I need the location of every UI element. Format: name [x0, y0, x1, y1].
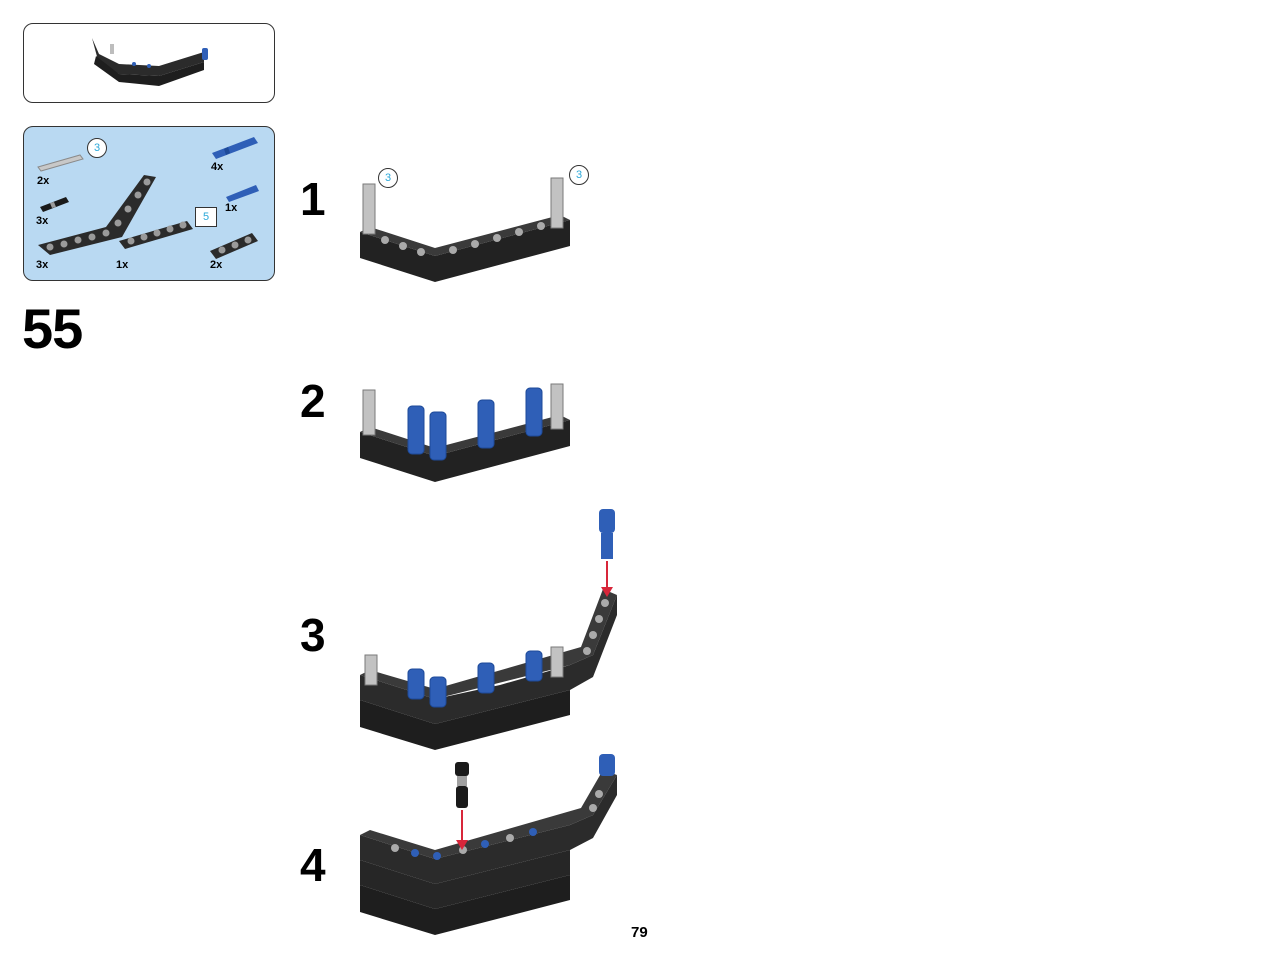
sub-step-2-number: 2 — [300, 375, 326, 427]
sub-step-4-number: 4 — [300, 839, 326, 891]
blue-axle-pin-icon — [226, 185, 259, 202]
bent-liftarm-qty: 3x — [36, 259, 49, 271]
straight-liftarm-icon — [119, 221, 193, 249]
step-number: 55 — [22, 297, 83, 360]
grey-axle-qty: 2x — [37, 175, 50, 187]
straight-liftarm-qty: 1x — [116, 259, 129, 271]
parts-list-panel: 3 2x 3x 3x 5 1x 4x 1x — [23, 126, 275, 281]
assembly-preview-panel — [23, 23, 275, 103]
sub-step-2-illustration — [360, 383, 570, 482]
sub-step-1-number: 1 — [300, 173, 326, 225]
page-number: 79 — [631, 924, 648, 941]
blue-long-pin-icon — [212, 137, 258, 159]
blue-long-pin-qty: 4x — [211, 161, 224, 173]
sub-step-1-callout-right: 3 — [569, 165, 589, 185]
bent-liftarm-icon — [38, 175, 156, 255]
sub-step-1-illustration — [360, 177, 570, 282]
sub-step-3-illustration — [360, 509, 617, 750]
black-pin-qty: 3x — [36, 215, 49, 227]
sub-step-4-illustration — [360, 754, 617, 935]
blue-axle-pin-qty: 1x — [225, 202, 238, 214]
short-liftarm-icon — [210, 233, 258, 259]
liftarm-length-callout: 5 — [195, 207, 217, 227]
short-liftarm-qty: 2x — [210, 259, 223, 271]
assembly-preview-image — [92, 38, 208, 86]
axle-length-callout: 3 — [87, 138, 107, 158]
sub-step-3-number: 3 — [300, 609, 326, 661]
grey-axle-icon — [37, 154, 84, 172]
sub-step-1-callout-left: 3 — [378, 168, 398, 188]
black-pin-icon — [40, 197, 69, 212]
